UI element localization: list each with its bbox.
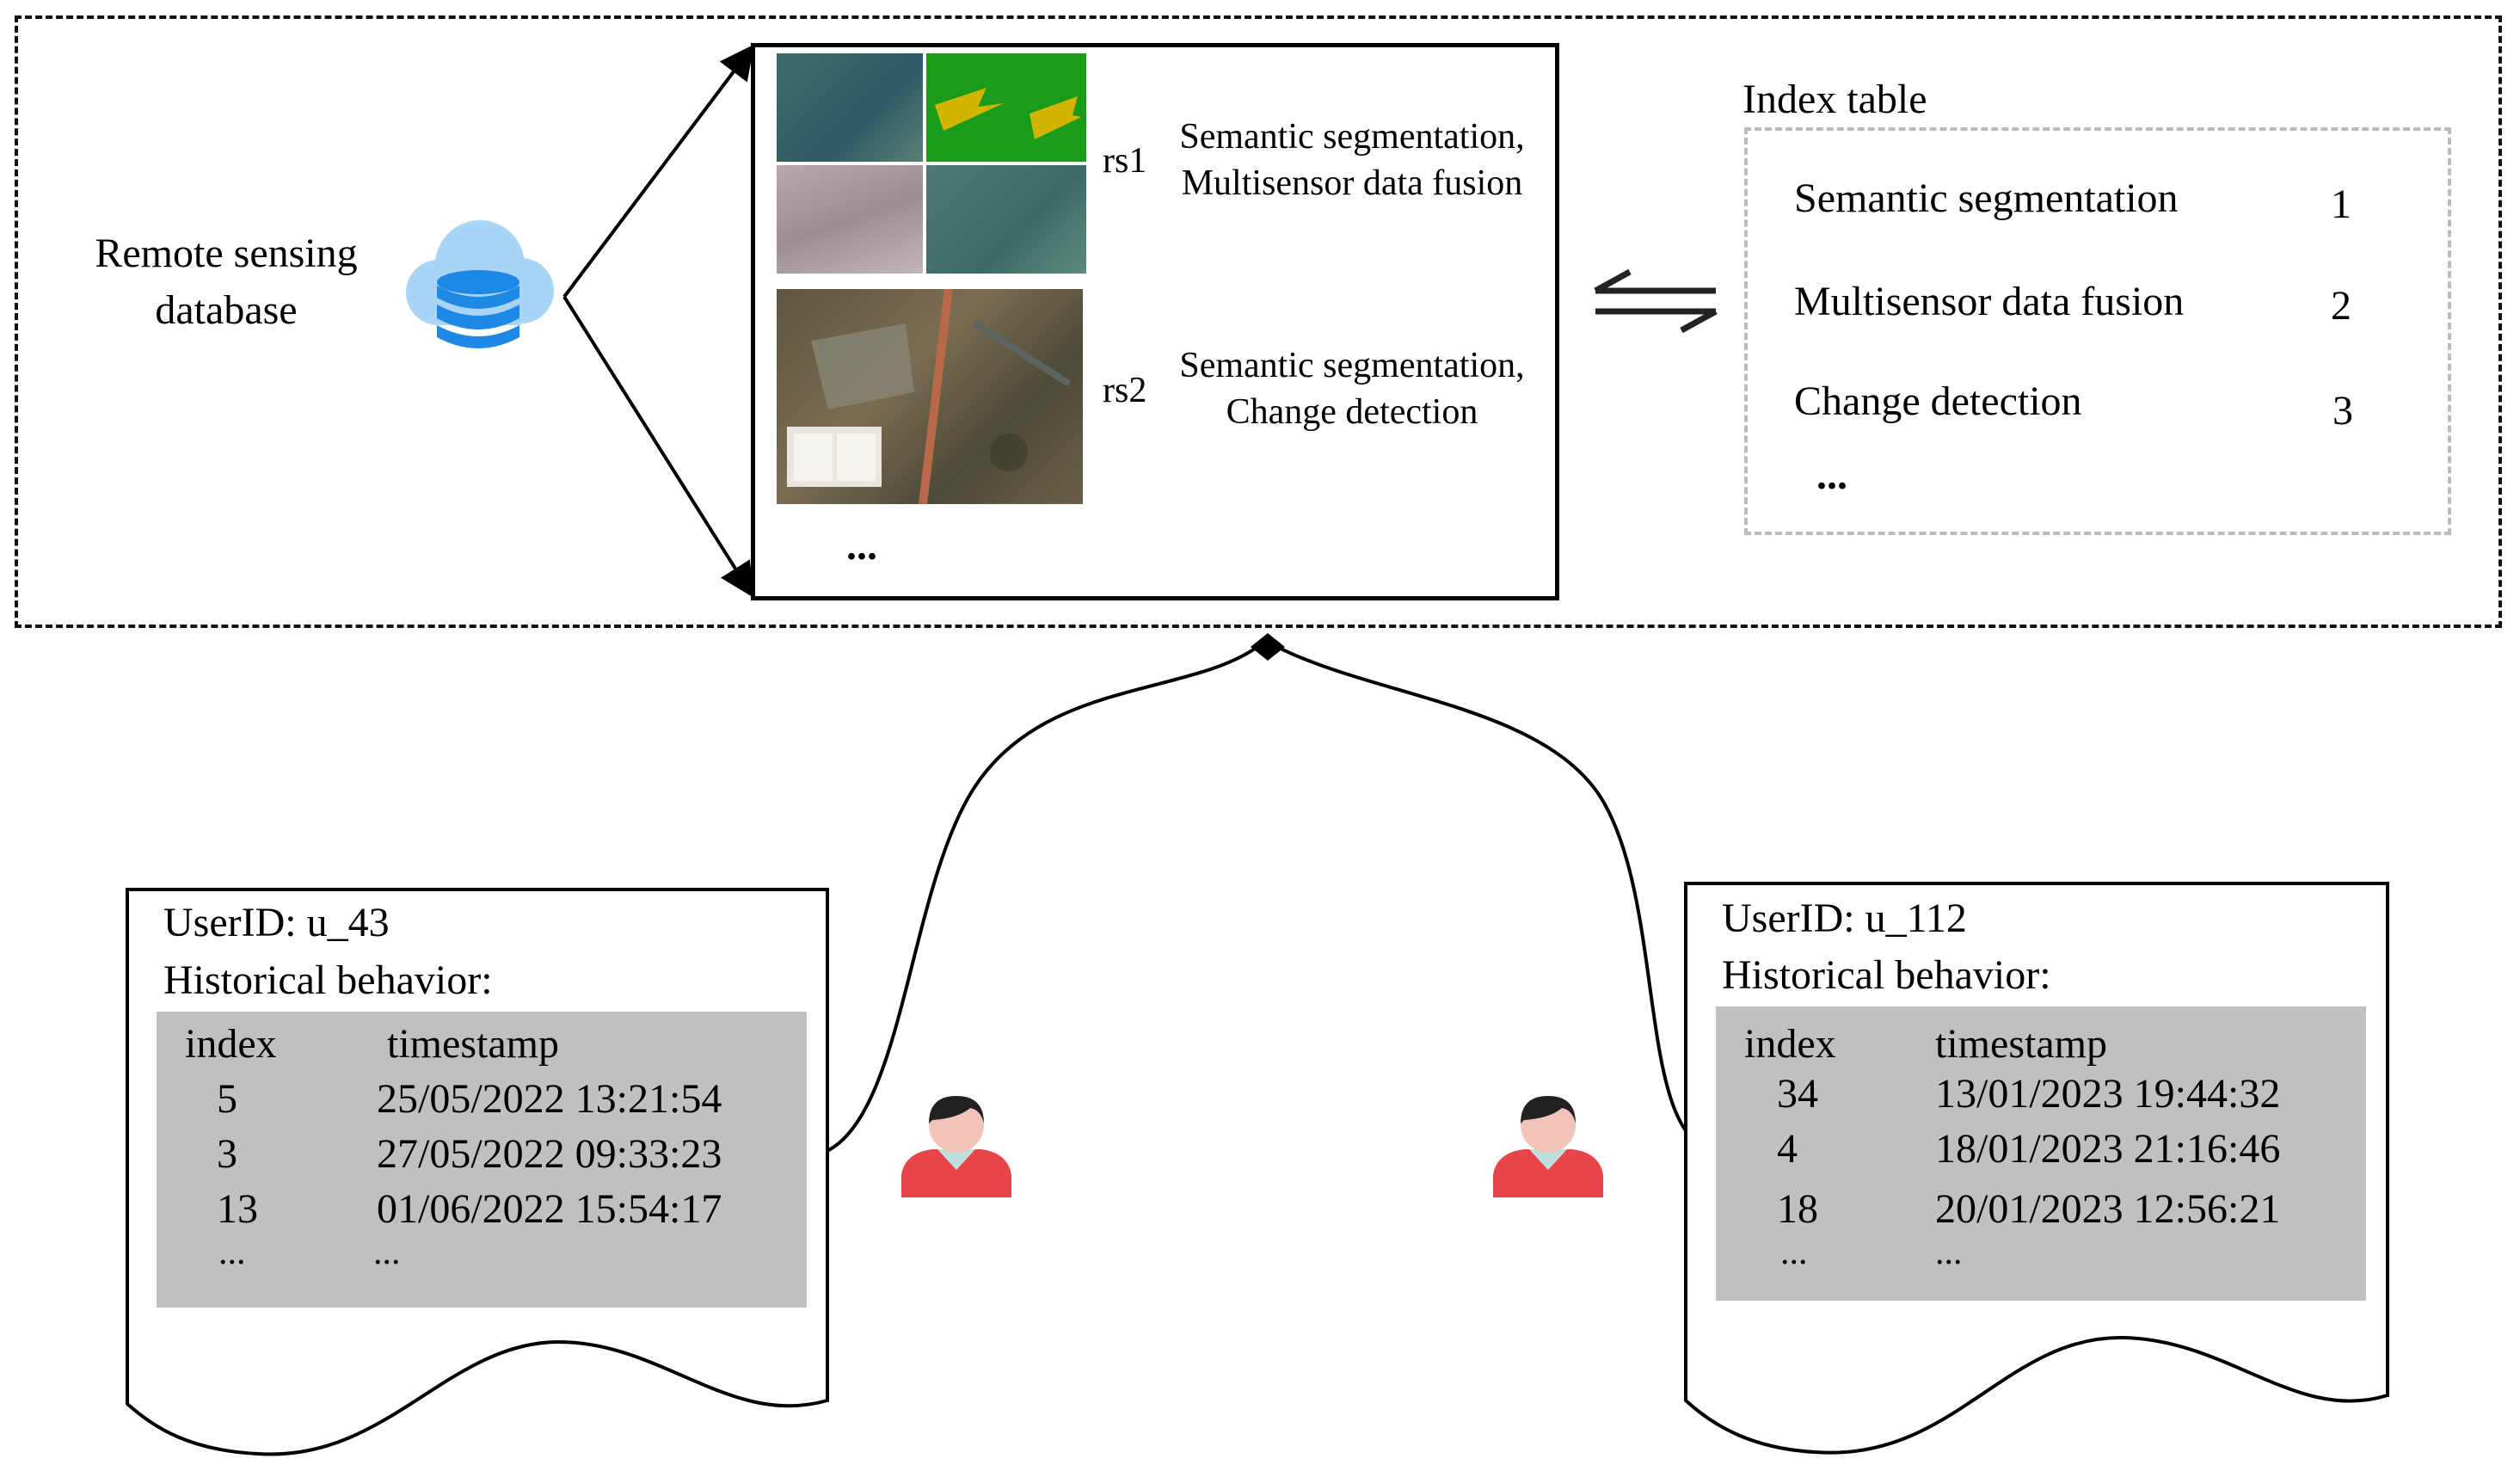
rs1-tile-coast [926,165,1086,274]
record-id-rs1: rs1 [1103,141,1147,181]
record-id-rs2: rs2 [1103,371,1147,410]
record-tasks-rs1: Semantic segmentation, Multisensor data … [1163,114,1541,206]
user-u112-col-timestamp: timestamp [1935,1021,2107,1067]
user-u43-row3-index: 13 [217,1186,258,1232]
cloud-database-icon [406,220,554,348]
rs2-image-thumbnail[interactable] [777,289,1083,504]
user-u112-row1-index: 34 [1777,1071,1818,1117]
user-u112-history-table [1716,1006,2366,1301]
user-u43-row1-index: 5 [217,1076,237,1122]
user-u43-col-index: index [185,1021,277,1067]
user-u43-row2-timestamp: 27/05/2022 09:33:23 [377,1131,722,1177]
record-tasks-rs1-line2: Multisensor data fusion [1181,163,1523,203]
user-u112-row3-index: 18 [1777,1186,1818,1232]
user-u112-row1-timestamp: 13/01/2023 19:44:32 [1935,1071,2281,1117]
arrow-to-rs-more [562,295,754,598]
index-row-number-1: 1 [2331,182,2351,227]
user-u43-col-timestamp: timestamp [387,1021,559,1067]
bidirectional-arrows-icon [1594,268,1718,334]
user-u43-row1-timestamp: 25/05/2022 13:21:54 [377,1076,722,1122]
database-label: Remote sensing database [76,225,377,339]
arrow-to-rs1 [562,44,754,299]
link-user-u43 [803,645,1259,1159]
user-u43-row2-index: 3 [217,1131,237,1177]
index-row-task-3: Change detection [1794,379,2082,424]
user-u43-history-label: Historical behavior: [163,957,493,1003]
index-row-number-3: 3 [2333,388,2353,434]
user-u43-more-index: ... [218,1233,246,1272]
index-row-number-2: 2 [2331,283,2351,329]
user-u112-row2-index: 4 [1777,1126,1798,1172]
user-u43-history-table [157,1012,807,1308]
record-tasks-rs2-line2: Change detection [1226,392,1478,432]
user-u43-more-timestamp: ... [373,1233,401,1272]
user-avatar-icon [901,1096,1011,1197]
database-label-line2: database [155,287,298,333]
rs1-tile-water [777,53,923,162]
rs1-tile-segmentation-mask [926,53,1086,162]
rs1-image-thumbnail[interactable] [777,53,1086,274]
record-tasks-rs1-line1: Semantic segmentation, [1179,117,1525,157]
user-u112-more-index: ... [1780,1233,1808,1272]
index-row-task-1: Semantic segmentation [1794,175,2179,221]
index-table-title: Index table [1742,77,1927,122]
user-avatar-icon [1493,1096,1603,1197]
user-u112-row2-timestamp: 18/01/2023 21:16:46 [1935,1126,2281,1172]
link-user-u112 [1276,645,1721,1153]
merge-diamond-icon [1251,633,1285,661]
user-u43-id: UserID: u_43 [163,900,390,945]
database-label-line1: Remote sensing [95,231,358,276]
user-u43-row3-timestamp: 01/06/2022 15:54:17 [377,1186,722,1232]
user-u112-more-timestamp: ... [1935,1233,1963,1272]
user-u112-id: UserID: u_112 [1722,896,1967,941]
index-row-task-2: Multisensor data fusion [1794,279,2185,324]
user-u112-row3-timestamp: 20/01/2023 12:56:21 [1935,1186,2281,1232]
index-table-box [1744,127,2451,535]
user-u112-col-index: index [1744,1021,1836,1067]
database-region-frame [15,15,2502,628]
record-tasks-rs2-line1: Semantic segmentation, [1179,346,1525,385]
rs1-tile-urban [777,165,923,274]
record-tasks-rs2: Semantic segmentation, Change detection [1163,342,1541,435]
user-u112-history-label: Historical behavior: [1722,952,2051,998]
